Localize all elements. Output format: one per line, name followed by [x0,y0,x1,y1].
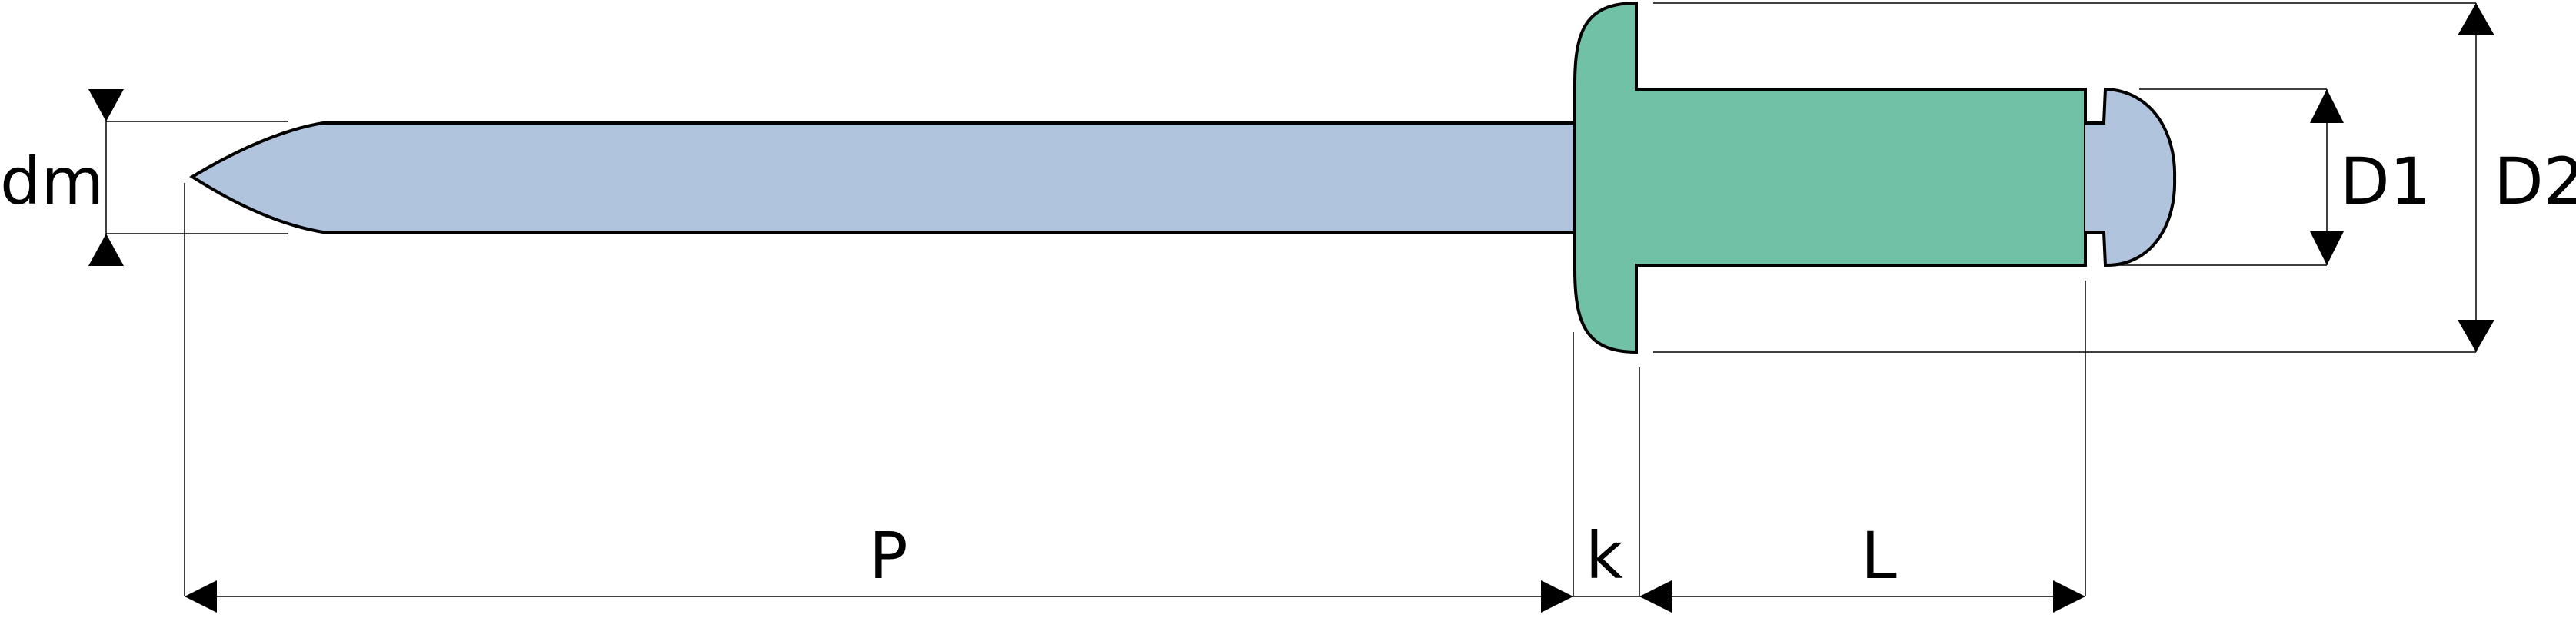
l-label: L [1861,518,1897,593]
l-arrow-right [2053,580,2085,613]
dm-label: dm [0,144,104,219]
dm-arrow-bottom [88,234,124,266]
d2-label: D2 [2494,144,2576,219]
l-dimension: L [1639,281,2086,613]
dm-dimension: dm [0,89,288,266]
p-dimension: P [184,183,1574,613]
d1-dimension: D1 [2107,88,2431,266]
dm-arrow-top [88,89,124,121]
p-arrow-right [1541,580,1573,613]
d2-dimension: D2 [1653,2,2576,353]
d1-arrow-top [2310,89,2344,123]
k-dimension: k [1573,367,1640,597]
mandrel-stem [189,121,1578,234]
d2-arrow-top [2458,3,2494,35]
d1-arrow-bottom [2310,231,2344,265]
p-label: P [869,518,908,593]
rivet-body [1573,1,2087,354]
mandrel-head [2085,87,2177,267]
k-label: k [1586,518,1623,593]
l-arrow-left [1639,580,1672,613]
d2-arrow-bottom [2458,320,2494,352]
p-arrow-left [185,580,217,613]
d1-label: D1 [2340,144,2431,219]
